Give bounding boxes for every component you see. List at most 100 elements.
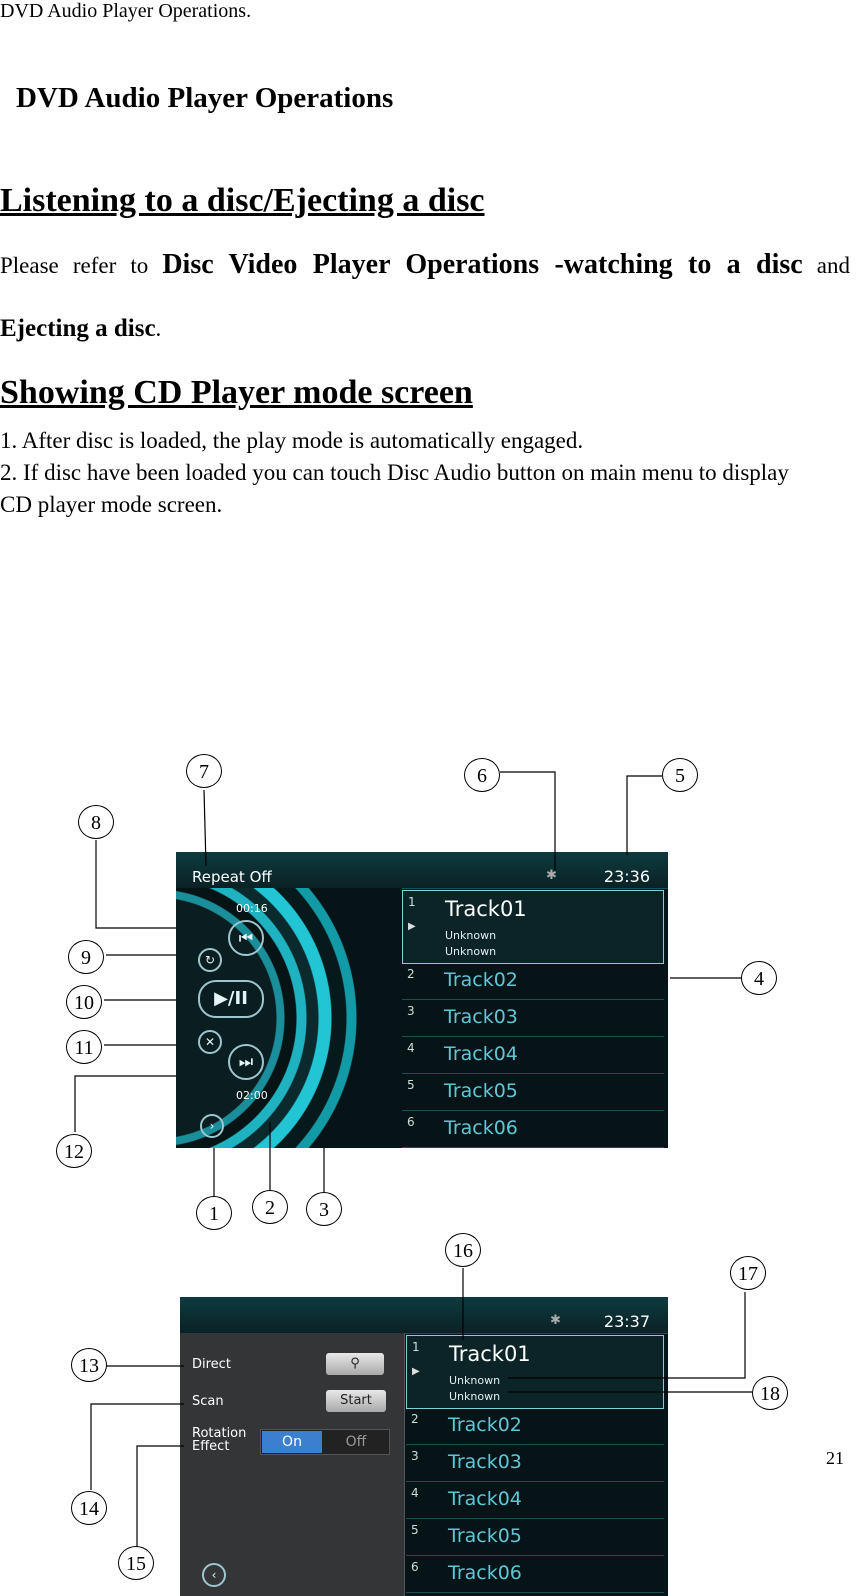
callout-3: 3 <box>306 1192 342 1226</box>
callout-1: 1 <box>196 1196 232 1230</box>
cd-player-screen: Repeat Off ✱ 23:36 00:16 ⏮ ↻ ▶/II ✕ ⏭ 02… <box>176 852 668 1148</box>
callout-8: 8 <box>78 805 114 839</box>
instruction-1: 1. After disc is loaded, the play mode i… <box>0 428 584 453</box>
callout-13: 13 <box>71 1348 107 1382</box>
track-number: 6 <box>411 1560 419 1574</box>
callout-7: 7 <box>186 754 222 788</box>
callout-16: 16 <box>445 1233 481 1267</box>
total-time: 02:00 <box>236 1089 268 1102</box>
track-title: Track01 <box>449 1342 531 1366</box>
track-title: Track02 <box>448 1414 522 1436</box>
chevron-right-icon[interactable]: › <box>200 1114 224 1138</box>
track-row[interactable]: 4 Track04 <box>402 1037 664 1074</box>
search-icon: ⚲ <box>350 1356 360 1371</box>
track-number: 1 <box>408 895 416 909</box>
shuffle-icon[interactable]: ✕ <box>198 1030 222 1054</box>
track-row[interactable]: 2 Track02 <box>406 1408 664 1445</box>
play-pause-button[interactable]: ▶/II <box>198 980 264 1018</box>
section-heading-listening: Listening to a disc/Ejecting a disc <box>0 182 485 219</box>
track-number: 4 <box>411 1486 419 1500</box>
refer-bold-eject: Ejecting a disc <box>0 315 156 342</box>
rotation-toggle[interactable]: On Off <box>260 1429 390 1455</box>
track-row[interactable]: 5 Track05 <box>402 1074 664 1111</box>
track-title: Track04 <box>444 1043 518 1065</box>
track-artist: Unknown <box>445 929 497 942</box>
track-title: Track05 <box>444 1080 518 1102</box>
track-row[interactable]: 6 Track06 <box>402 1111 664 1148</box>
callout-9: 9 <box>68 940 104 974</box>
callout-15: 15 <box>118 1546 154 1580</box>
rotation-on-button[interactable]: On <box>262 1431 322 1453</box>
track-number: 1 <box>412 1340 420 1354</box>
previous-track-button[interactable]: ⏮ <box>228 920 264 956</box>
track-title: Track01 <box>445 897 527 921</box>
callout-6: 6 <box>464 758 500 792</box>
refer-end: . <box>155 316 162 341</box>
track-number: 5 <box>407 1078 415 1092</box>
track-album: Unknown <box>449 1390 501 1403</box>
section-heading-cd-mode: Showing CD Player mode screen <box>0 374 473 411</box>
repeat-icon[interactable]: ↻ <box>198 948 222 972</box>
track-number: 5 <box>411 1523 419 1537</box>
callout-11: 11 <box>66 1030 102 1064</box>
bluetooth-icon: ✱ <box>546 868 557 883</box>
track-row-selected[interactable]: 1 ▶ Track01 Unknown Unknown <box>402 890 664 964</box>
refer-prefix: Please refer to <box>0 253 149 278</box>
refer-paragraph-line2: Ejecting a disc. <box>0 314 850 344</box>
clock: 23:37 <box>603 1312 650 1331</box>
track-row[interactable]: 3 Track03 <box>406 1445 664 1482</box>
track-number: 2 <box>407 967 415 981</box>
rotation-label-line1: Rotation <box>192 1426 247 1441</box>
next-track-button[interactable]: ⏭ <box>228 1044 264 1080</box>
callout-12: 12 <box>56 1134 92 1168</box>
scan-label: Scan <box>192 1394 224 1409</box>
track-title: Track05 <box>448 1525 522 1547</box>
direct-search-button[interactable]: ⚲ <box>326 1353 384 1375</box>
clock: 23:36 <box>603 867 650 886</box>
instruction-2b: CD player mode screen. <box>0 492 223 517</box>
bluetooth-icon: ✱ <box>550 1313 561 1328</box>
refer-bold-video: Disc Video Player Operations -watching t… <box>162 249 803 280</box>
chevron-left-icon[interactable]: ‹ <box>202 1563 226 1587</box>
track-title: Track06 <box>448 1562 522 1584</box>
track-number: 2 <box>411 1412 419 1426</box>
elapsed-time: 00:16 <box>236 902 268 915</box>
track-title: Track06 <box>444 1117 518 1139</box>
callout-2: 2 <box>252 1190 288 1224</box>
track-number: 4 <box>407 1041 415 1055</box>
track-number: 6 <box>407 1115 415 1129</box>
track-row[interactable]: 6 Track06 <box>406 1556 664 1593</box>
track-title: Track02 <box>444 969 518 991</box>
refer-and: and <box>816 253 851 278</box>
track-title: Track03 <box>448 1451 522 1473</box>
callout-18: 18 <box>752 1376 788 1410</box>
track-number: 3 <box>411 1449 419 1463</box>
status-bar: ✱ 23:37 <box>180 1297 668 1334</box>
callout-4: 4 <box>741 961 777 995</box>
callout-14: 14 <box>71 1491 107 1525</box>
callout-5: 5 <box>662 758 698 792</box>
track-row[interactable]: 5 Track05 <box>406 1519 664 1556</box>
play-indicator-icon: ▶ <box>412 1366 420 1377</box>
page-title: DVD Audio Player Operations <box>16 82 394 114</box>
track-title: Track03 <box>444 1006 518 1028</box>
disc-animation <box>176 888 402 1148</box>
scan-start-button[interactable]: Start <box>326 1390 386 1412</box>
callout-10: 10 <box>66 985 102 1019</box>
play-indicator-icon: ▶ <box>408 921 416 932</box>
status-bar: Repeat Off ✱ 23:36 <box>176 852 668 889</box>
page-number: 21 <box>826 1448 844 1468</box>
running-header: DVD Audio Player Operations. <box>0 0 252 22</box>
track-row[interactable]: 2 Track02 <box>402 963 664 1000</box>
repeat-status[interactable]: Repeat Off <box>192 868 272 886</box>
track-row-selected[interactable]: 1 ▶ Track01 Unknown Unknown <box>406 1335 664 1409</box>
track-artist: Unknown <box>449 1374 501 1387</box>
rotation-off-button[interactable]: Off <box>345 1434 367 1450</box>
